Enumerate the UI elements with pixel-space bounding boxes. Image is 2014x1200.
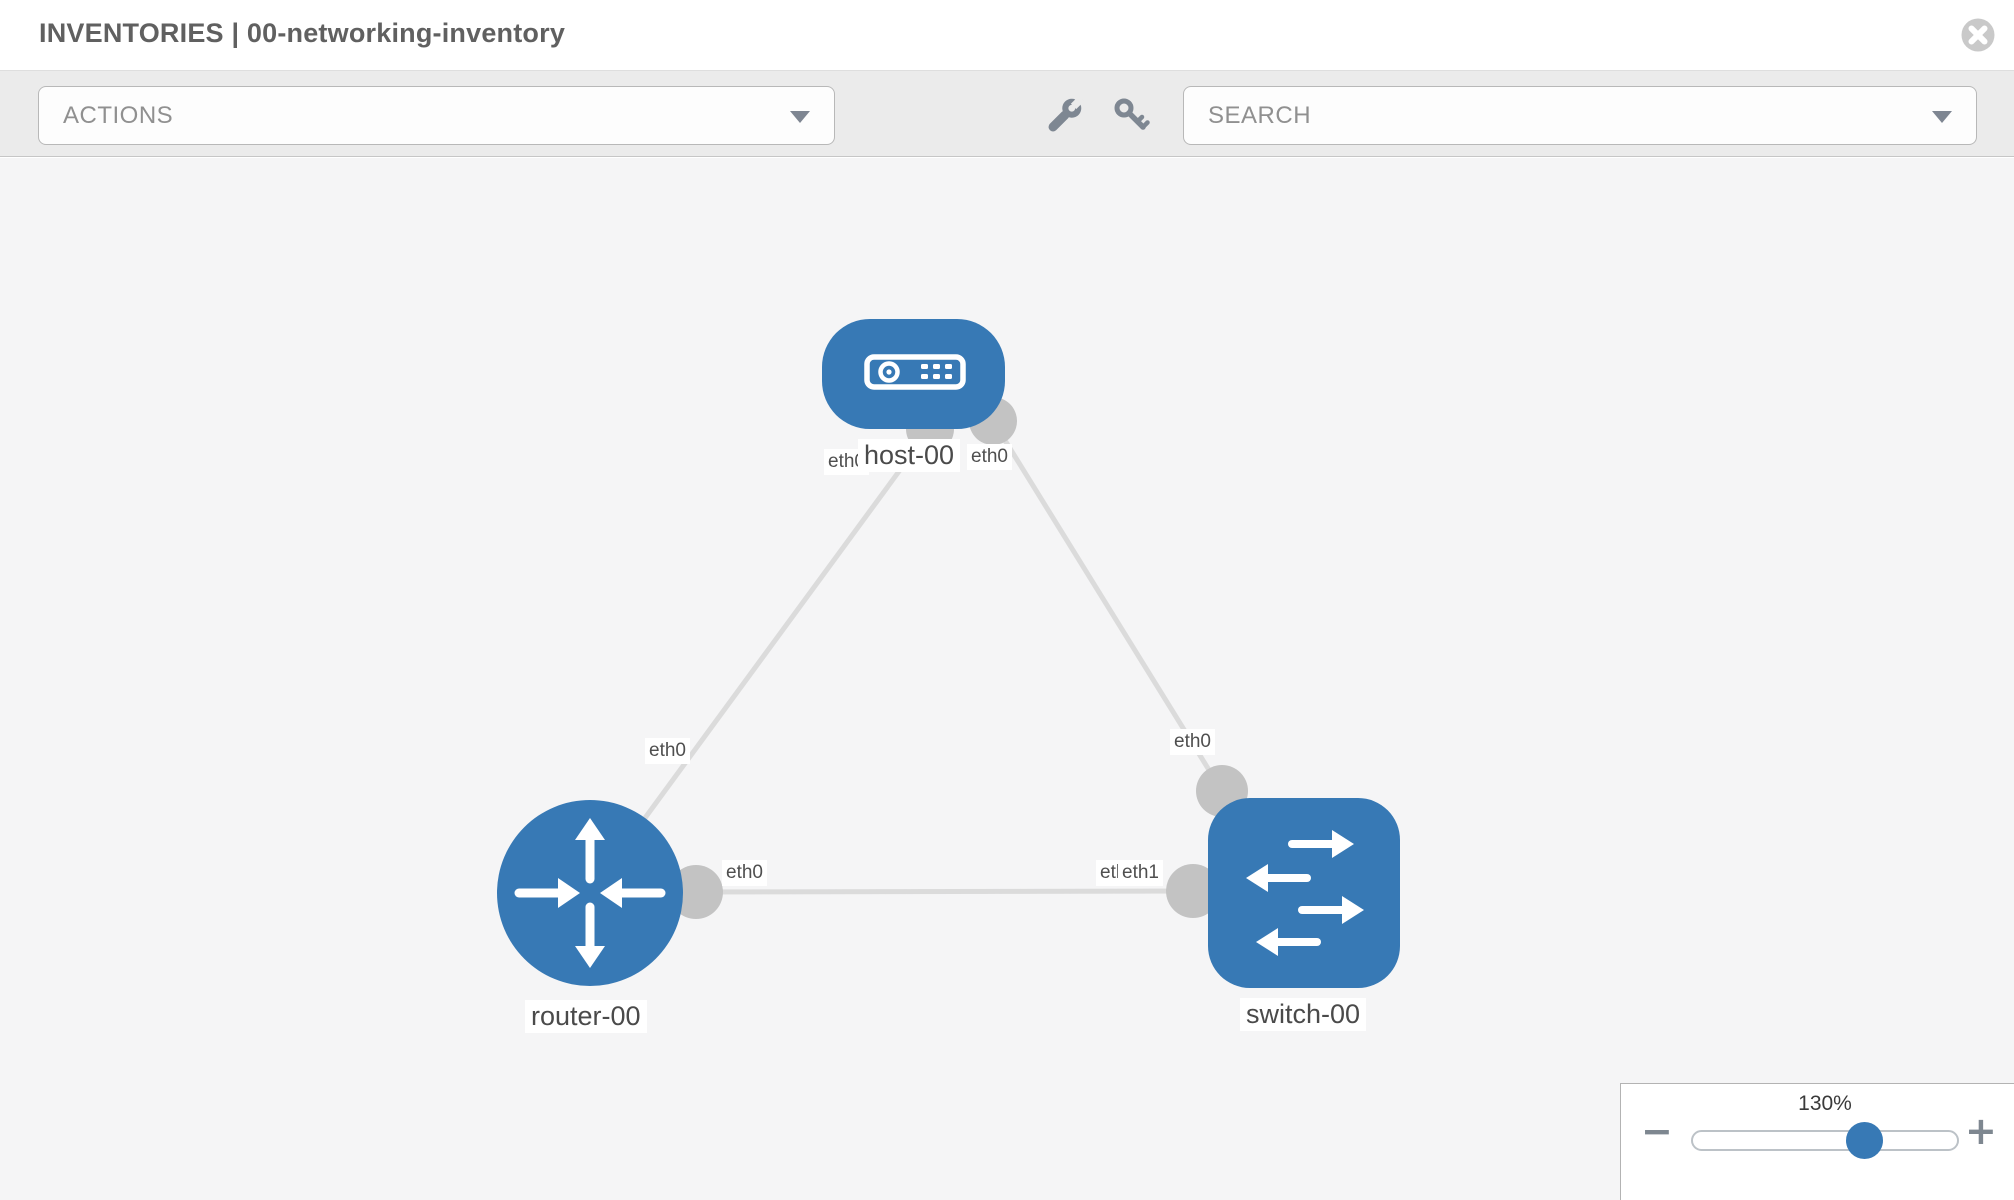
interface-label: eth0 [722,860,767,886]
wrench-icon [1048,95,1085,132]
switch-icon [1246,830,1364,956]
interface-label: eth1 [1118,860,1163,886]
actions-dropdown-label: ACTIONS [63,101,174,129]
interface-label: eth0 [645,738,690,764]
zoom-slider-track[interactable] [1691,1130,1959,1151]
chevron-down-icon [1932,111,1952,123]
interface-point [669,865,723,919]
node-label-router: router-00 [525,1000,647,1033]
node-switch-00[interactable] [1208,798,1400,988]
search-placeholder: SEARCH [1208,101,1312,129]
interface-label: eth0 [1170,729,1215,755]
zoom-slider-handle[interactable] [1846,1122,1883,1159]
zoom-in-button[interactable]: + [1965,1109,1997,1153]
router-icon [514,818,666,968]
close-button[interactable] [1960,17,1996,53]
close-icon [1961,18,1995,52]
link-router-switch[interactable] [695,888,1194,895]
chevron-down-icon [790,111,810,123]
toolbar: ACTIONS SEARCH [0,70,2014,157]
node-label-host: host-00 [858,439,961,472]
page-title: INVENTORIES | 00-networking-inventory [39,18,566,48]
link-host-router[interactable] [587,427,933,895]
header: INVENTORIES | 00-networking-inventory [0,0,2014,70]
wrench-button[interactable] [1042,95,1086,137]
node-host-00[interactable] [822,319,1005,429]
actions-dropdown[interactable]: ACTIONS [38,86,835,145]
interface-point [1166,864,1220,918]
search-dropdown[interactable]: SEARCH [1183,86,1977,145]
zoom-out-button[interactable]: − [1641,1109,1673,1153]
zoom-panel: 130% − + [1620,1083,2014,1200]
key-button[interactable] [1110,95,1154,137]
key-icon [1114,98,1150,130]
host-icon [864,354,966,390]
topology-graph [497,319,1400,988]
topology-canvas[interactable]: eth0 eth0 eth0 eth0 eth0 eth1 eth1 host-… [0,158,2014,1200]
zoom-level: 130% [1798,1092,1852,1115]
interface-label: eth0 [967,444,1012,470]
node-router-00[interactable] [497,800,683,986]
node-label-switch: switch-00 [1240,998,1367,1031]
